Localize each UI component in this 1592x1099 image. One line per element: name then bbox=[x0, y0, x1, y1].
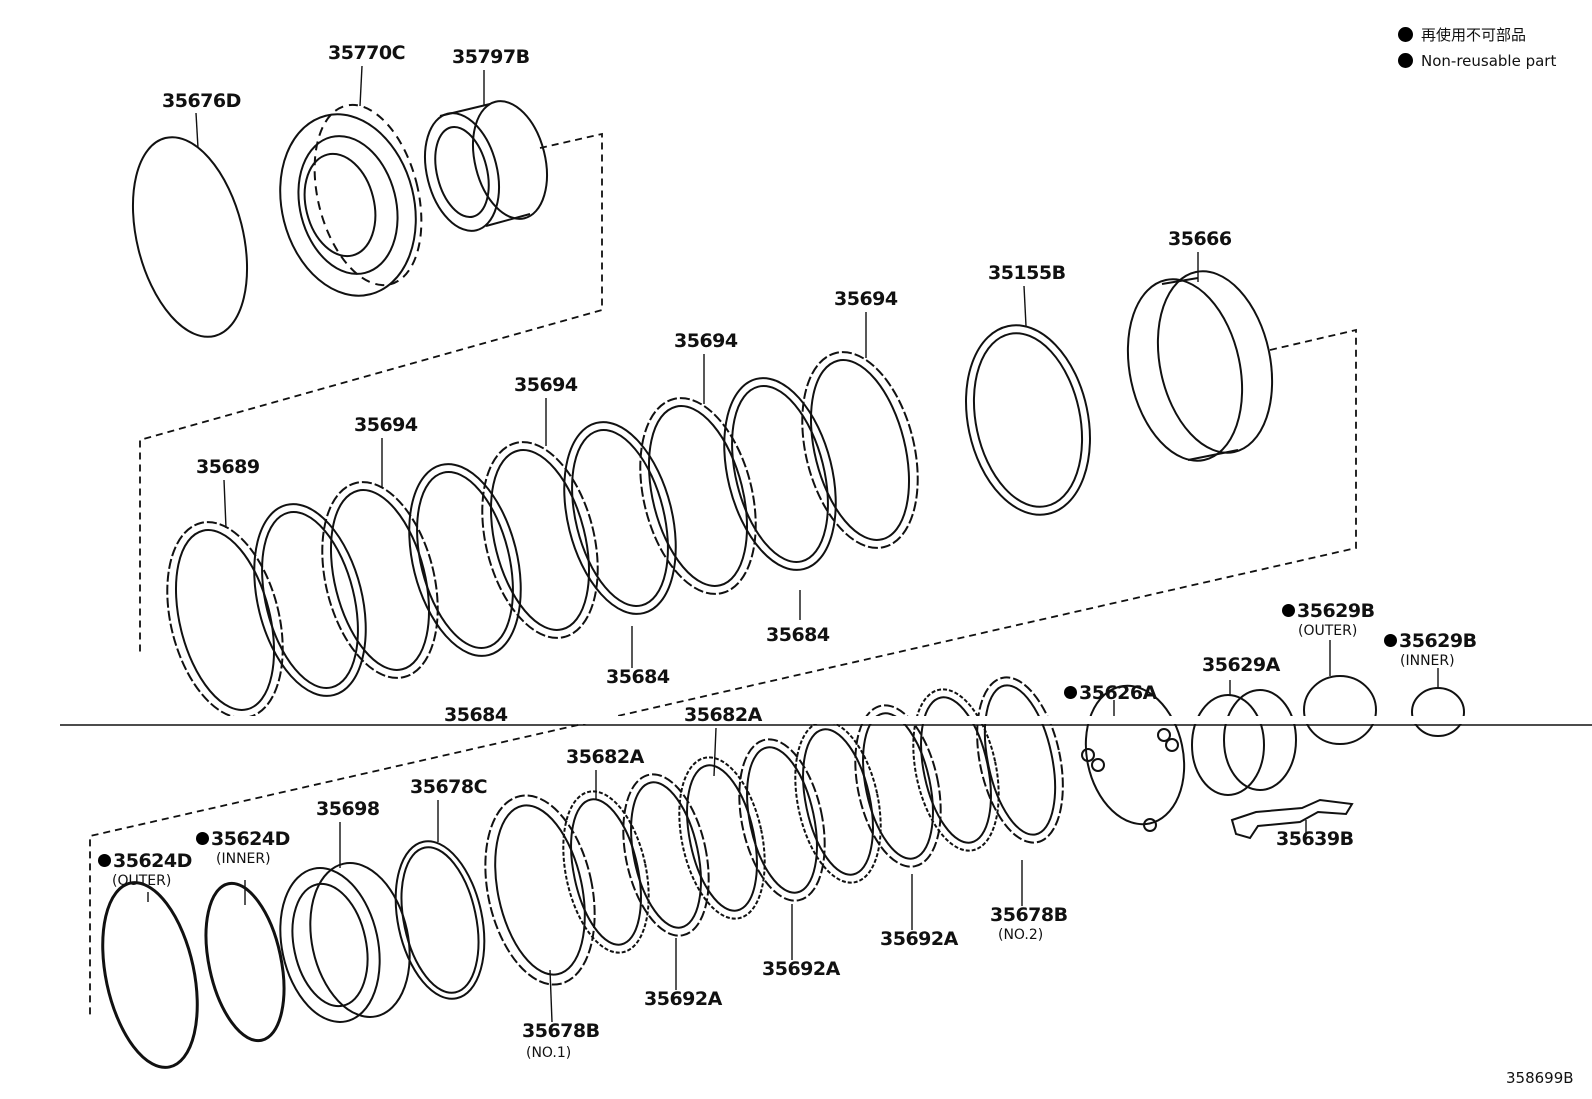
clutch-hub-35770C bbox=[279, 103, 423, 297]
sleeve-35797B bbox=[424, 100, 548, 232]
part-label-35678C[interactable]: 35678C bbox=[410, 776, 488, 798]
part-label-35692A-b[interactable]: 35692A bbox=[762, 958, 840, 980]
oring-35624D-outer bbox=[101, 881, 199, 1069]
part-label-35684-b[interactable]: 35684 bbox=[766, 624, 830, 646]
plate-35692A-b bbox=[738, 738, 826, 902]
part-label-35624D-outer[interactable]: 35624D bbox=[98, 852, 192, 871]
part-label-35684-a[interactable]: 35684 bbox=[606, 666, 670, 688]
seal-35629B-inner bbox=[1411, 687, 1465, 737]
plate-35684-d bbox=[723, 377, 837, 571]
part-label-35676D[interactable]: 35676D bbox=[162, 90, 241, 112]
part-sublabel-no1: (NO.1) bbox=[526, 1045, 572, 1061]
part-label-35797B[interactable]: 35797B bbox=[452, 46, 530, 68]
leader-lines bbox=[147, 65, 1439, 1023]
part-number: 35626A bbox=[1079, 682, 1157, 704]
part-label-35678B-no1[interactable]: 35678B bbox=[522, 1020, 600, 1042]
snap-ring-35676D bbox=[131, 136, 249, 338]
part-label-35694-b[interactable]: 35694 bbox=[514, 374, 578, 396]
part-label-35639B[interactable]: 35639B bbox=[1276, 828, 1354, 850]
non-reusable-dot-icon bbox=[1064, 686, 1077, 699]
part-number: 35624D bbox=[113, 850, 192, 872]
non-reusable-dot-icon bbox=[196, 832, 209, 845]
part-label-35689[interactable]: 35689 bbox=[196, 456, 260, 478]
piston-35629A bbox=[1191, 689, 1297, 796]
part-label-35682A-b[interactable]: 35682A bbox=[684, 704, 762, 726]
part-label-35698[interactable]: 35698 bbox=[316, 798, 380, 820]
part-sublabel-outer: (OUTER) bbox=[112, 873, 172, 889]
legend-item-en: Non-reusable part bbox=[1398, 48, 1556, 74]
upper-group-boundary bbox=[139, 132, 603, 655]
part-label-35629B-inner[interactable]: 35629B bbox=[1384, 632, 1477, 651]
part-label-35692A-a[interactable]: 35692A bbox=[644, 988, 722, 1010]
disc-35682A-b bbox=[678, 756, 766, 920]
disc-35682A-c bbox=[794, 720, 882, 884]
part-label-35155B[interactable]: 35155B bbox=[988, 262, 1066, 284]
legend: 再使用不可部品 Non-reusable part bbox=[1398, 22, 1556, 74]
part-label-35666[interactable]: 35666 bbox=[1168, 228, 1232, 250]
plate-35692A-a bbox=[622, 773, 710, 937]
bracket-35639B bbox=[1230, 798, 1354, 840]
middle-group-boundary bbox=[89, 328, 1357, 1016]
non-reusable-dot-icon bbox=[1384, 634, 1397, 647]
disc-35682A-d bbox=[912, 688, 1000, 852]
disc-35694-d bbox=[801, 351, 919, 549]
part-label-35770C[interactable]: 35770C bbox=[328, 42, 406, 64]
legend-item-ja: 再使用不可部品 bbox=[1398, 22, 1556, 48]
ring-35155B bbox=[965, 324, 1091, 516]
disc-35694-a bbox=[321, 481, 439, 679]
plate-35689 bbox=[166, 521, 284, 719]
plate-35684-c bbox=[253, 503, 367, 697]
part-sublabel-inner: (INNER) bbox=[1400, 653, 1455, 669]
part-sublabel-no2: (NO.2) bbox=[998, 927, 1044, 943]
part-label-35629B-outer[interactable]: 35629B bbox=[1282, 602, 1375, 621]
disc-35694-c bbox=[639, 397, 757, 595]
part-label-35678B-no2[interactable]: 35678B bbox=[990, 904, 1068, 926]
non-reusable-dot-icon bbox=[1282, 604, 1295, 617]
figure-reference: 358699B bbox=[1506, 1069, 1574, 1087]
drum-35666 bbox=[1126, 270, 1274, 462]
part-label-35694-d[interactable]: 35694 bbox=[834, 288, 898, 310]
non-reusable-dot-icon bbox=[1398, 53, 1413, 68]
plate-35684-a bbox=[563, 421, 677, 615]
part-number: 35629B bbox=[1297, 600, 1375, 622]
part-sublabel-outer: (OUTER) bbox=[1298, 623, 1358, 639]
plate-35678B-no1 bbox=[484, 794, 596, 986]
part-label-35626A[interactable]: 35626A bbox=[1064, 684, 1157, 703]
part-number: 35629B bbox=[1399, 630, 1477, 652]
non-reusable-dot-icon bbox=[1398, 27, 1413, 42]
disc-35694-b bbox=[481, 441, 599, 639]
part-number: 35624D bbox=[211, 828, 290, 850]
part-label-35682A-a[interactable]: 35682A bbox=[566, 746, 644, 768]
part-label-35629A[interactable]: 35629A bbox=[1202, 654, 1280, 676]
part-label-35694-a[interactable]: 35694 bbox=[354, 414, 418, 436]
part-label-35624D-inner[interactable]: 35624D bbox=[196, 830, 290, 849]
legend-text-en: Non-reusable part bbox=[1421, 52, 1557, 70]
plate-35692A-c bbox=[854, 704, 942, 868]
plate-35684-b bbox=[408, 463, 522, 657]
snap-ring-35678C bbox=[394, 840, 486, 1000]
part-label-35694-c[interactable]: 35694 bbox=[674, 330, 738, 352]
piston-35698 bbox=[279, 862, 411, 1023]
part-label-35692A-c[interactable]: 35692A bbox=[880, 928, 958, 950]
part-sublabel-inner: (INNER) bbox=[216, 851, 271, 867]
legend-text-ja: 再使用不可部品 bbox=[1421, 26, 1527, 44]
non-reusable-dot-icon bbox=[98, 854, 111, 867]
part-label-35684-c[interactable]: 35684 bbox=[444, 704, 508, 726]
seal-35629B-outer bbox=[1303, 675, 1377, 745]
return-spring-35626A bbox=[1081, 684, 1186, 832]
plate-35678B-no2 bbox=[976, 676, 1064, 844]
disc-35682A-a bbox=[562, 790, 650, 954]
oring-35624D-inner bbox=[204, 881, 286, 1043]
